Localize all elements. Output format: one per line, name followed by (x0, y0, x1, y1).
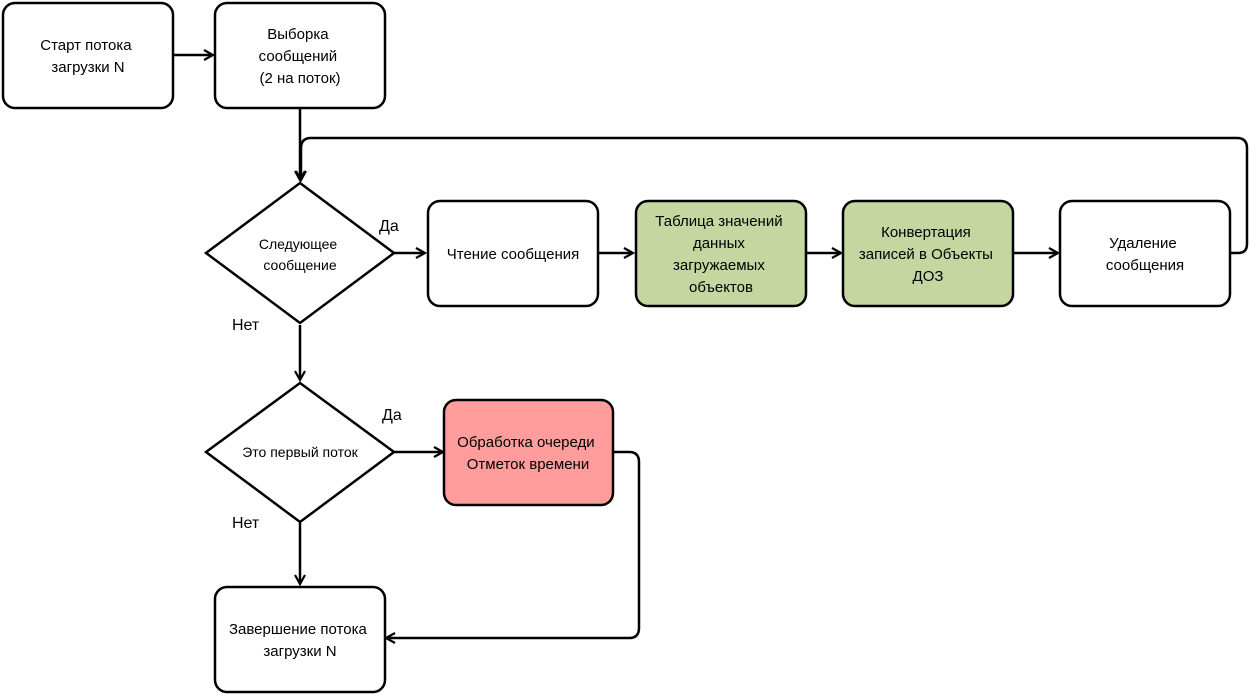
fetch-label: Выборка сообщений (2 на поток) (259, 26, 342, 87)
edge-delete-loop (301, 136, 1249, 255)
convert-label: Конвертация записей в Объекты ДОЗ (859, 224, 997, 285)
start-label: Старт потока загрузки N (40, 37, 136, 76)
node-start (1, 1, 175, 110)
value-table-label: Таблица значений данных загружаемых объе… (655, 213, 787, 296)
edge-timestamps-finish (386, 450, 641, 638)
node-convert (841, 199, 1015, 308)
first-thread-label: Это первый поток (242, 444, 358, 460)
first-no-label: Нет (232, 515, 260, 532)
node-finish (213, 585, 387, 694)
node-value-table (634, 199, 808, 308)
delete-label: Удаление сообщения (1106, 235, 1184, 274)
finish-label: Завершение потока загрузки N (229, 621, 371, 660)
timestamps-label: Обработка очереди Отметок времени (457, 434, 599, 473)
next-yes-label: Да (379, 218, 399, 235)
node-fetch (213, 1, 387, 110)
node-first-thread-decision (203, 381, 397, 524)
read-label: Чтение сообщения (447, 246, 579, 263)
node-delete (1058, 199, 1232, 308)
first-yes-label: Да (382, 407, 402, 424)
node-next-message-decision (203, 181, 397, 325)
next-message-label: Следующее сообщение (259, 236, 341, 273)
node-timestamps (442, 398, 615, 507)
node-read (426, 199, 600, 308)
next-no-label: Нет (232, 317, 260, 334)
